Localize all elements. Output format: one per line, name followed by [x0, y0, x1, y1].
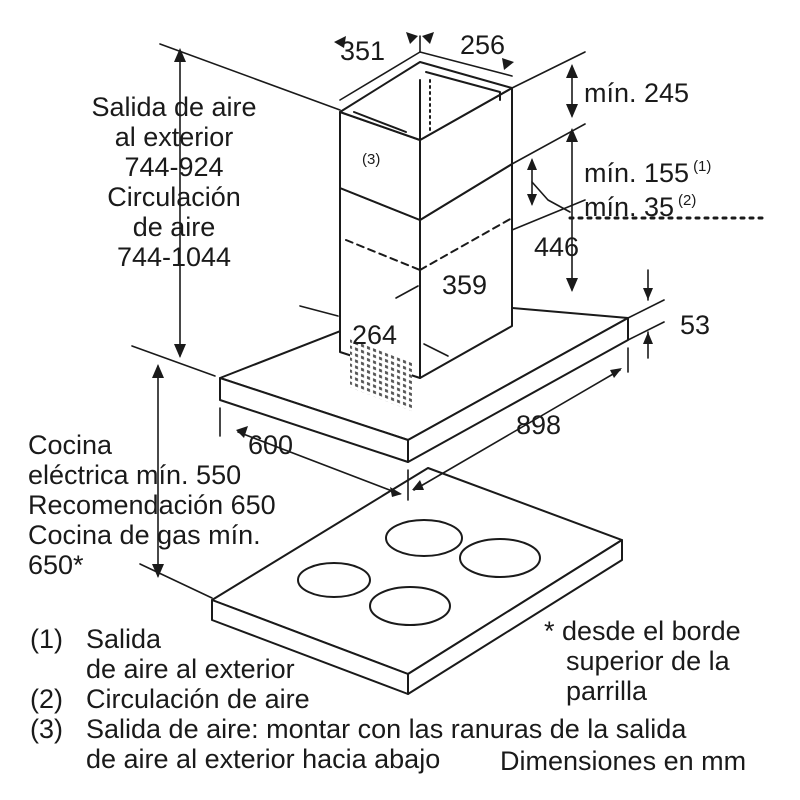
dimension-264: 264 — [352, 320, 398, 350]
footnote-line2: superior de la — [566, 646, 730, 676]
dimension-446: 446 — [534, 232, 580, 262]
left-label-line5: de aire — [132, 212, 216, 242]
min-155-ref: (1) — [693, 158, 712, 175]
burner-right — [459, 538, 541, 578]
legend-row: (1) Salida — [30, 624, 686, 654]
legend-num — [30, 744, 86, 774]
dimension-53: 53 — [680, 310, 711, 340]
left-label-line1: Salida de aire — [91, 92, 257, 122]
dimension-600: 600 — [248, 430, 294, 460]
legend-text: de aire al exterior hacia abajo — [86, 744, 441, 774]
min-35-ref: (2) — [678, 192, 697, 209]
burner-front — [369, 586, 451, 626]
legend-text: de aire al exterior — [86, 654, 295, 684]
left-label-line3: 744-924 — [124, 152, 224, 182]
legend-num: (2) — [30, 684, 63, 714]
dimension-256: 256 — [460, 30, 506, 60]
left-label-line2: al exterior — [114, 122, 234, 152]
left-label-line4: Circulación — [107, 182, 241, 212]
units-label: Dimensiones en mm — [500, 746, 747, 776]
legend-text: Salida de aire: montar con las ranuras d… — [86, 714, 687, 744]
legend-row: (3) Salida de aire: montar con las ranur… — [30, 714, 686, 744]
footnote-line1: * desde el borde — [544, 616, 741, 646]
burner-left — [297, 562, 371, 598]
legend-text: Circulación de aire — [86, 684, 310, 714]
dimension-898: 898 — [516, 410, 562, 440]
legend-num — [30, 654, 86, 684]
chimney-lower — [339, 163, 513, 412]
legend-row: (2) Circulación de aire — [30, 684, 686, 714]
left-label-line6: 744-1044 — [116, 242, 232, 272]
legend-num: (3) — [30, 714, 63, 744]
cooktop-label-line4: Cocina de gas mín. — [28, 520, 261, 550]
legend-text: Salida — [86, 624, 162, 654]
left-label: Salida de aire al exterior 744-924 Circu… — [64, 92, 284, 272]
legend-row: de aire al exterior — [30, 654, 686, 684]
cooktop-label: Cocina eléctrica mín. 550 Recomendación … — [28, 430, 276, 580]
min-35-label: mín. 35 — [584, 192, 675, 222]
callout-3: (3) — [362, 151, 381, 168]
cooktop — [211, 467, 623, 695]
legend-num: (1) — [30, 624, 63, 654]
dimension-359: 359 — [442, 270, 488, 300]
cooktop-label-line1: Cocina — [28, 430, 113, 460]
burner-back — [385, 519, 463, 557]
dimension-min-155: mín. 155(1) — [584, 152, 711, 188]
cooktop-label-line5: 650* — [28, 550, 84, 580]
legend: (1) Salida de aire al exterior (2) Circu… — [30, 624, 686, 774]
min-155-label: mín. 155 — [584, 158, 690, 188]
cooktop-label-line2: eléctrica mín. 550 — [28, 460, 242, 490]
cooktop-label-line3: Recomendación 650 — [28, 490, 276, 520]
footnote: * desde el borde superior de la parrilla — [544, 616, 741, 706]
footnote-line3: parrilla — [566, 676, 648, 706]
dimension-351: 351 — [340, 36, 386, 66]
dimension-min-35: mín. 35(2) — [584, 186, 696, 222]
legend-row: de aire al exterior hacia abajo — [30, 744, 686, 774]
dimension-min-245: mín. 245 — [584, 78, 690, 108]
